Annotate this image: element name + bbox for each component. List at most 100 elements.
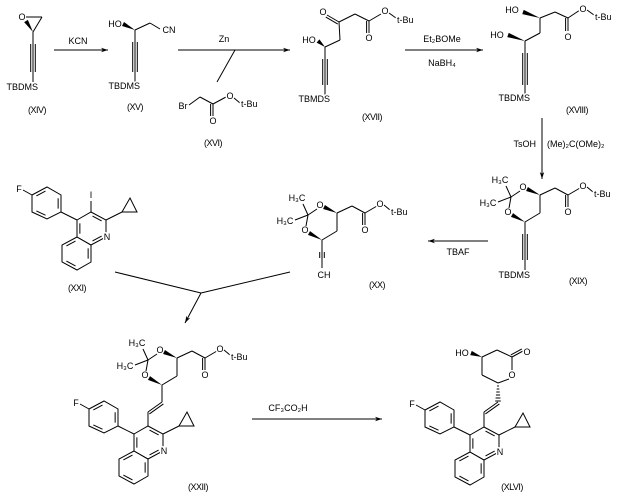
ketone-oxygen: O bbox=[319, 7, 326, 17]
hydroxyl-group: HO bbox=[505, 5, 519, 15]
compound-label: (XVII) bbox=[362, 112, 383, 122]
nitrogen-atom: N bbox=[161, 446, 168, 456]
methyl-group: H₃C bbox=[492, 175, 509, 185]
ring-double-bond bbox=[149, 449, 159, 456]
ring-oxygen: O bbox=[301, 225, 308, 235]
reagent-kcn: KCN bbox=[68, 36, 87, 46]
compound-XXI: FNI(XXI) bbox=[15, 183, 138, 295]
bond bbox=[497, 378, 510, 384]
bond bbox=[481, 349, 498, 358]
bond bbox=[508, 196, 512, 209]
fluorine-atom: F bbox=[16, 184, 22, 194]
ring-double-bond bbox=[36, 190, 46, 197]
cyclopropyl-ring bbox=[121, 196, 138, 213]
bond bbox=[524, 32, 541, 42]
wedge-bond bbox=[510, 213, 525, 222]
nitrile-group: CN bbox=[163, 25, 176, 35]
bond bbox=[161, 375, 178, 386]
benzo-ring bbox=[118, 450, 149, 485]
bond bbox=[481, 374, 499, 384]
bond bbox=[191, 350, 206, 359]
compound-label: (XXI) bbox=[68, 283, 87, 293]
arrow-head bbox=[283, 47, 290, 53]
arrow-head bbox=[428, 238, 435, 244]
ester-oxygen: O bbox=[381, 6, 388, 16]
carbonyl-oxygen: O bbox=[564, 32, 571, 42]
wedge-bond bbox=[526, 187, 540, 195]
compound-label: (XVI) bbox=[204, 138, 223, 148]
reagent-zn: Zn bbox=[219, 34, 230, 44]
arrow-branch-line bbox=[114, 271, 202, 294]
bond bbox=[324, 39, 341, 48]
ring-oxygen: O bbox=[156, 345, 163, 355]
bond bbox=[233, 97, 241, 104]
epoxide-oxygen: O bbox=[18, 12, 25, 22]
ring-double-bond bbox=[149, 429, 159, 436]
bond bbox=[388, 12, 397, 19]
bond bbox=[524, 212, 541, 223]
compound-label: (XX) bbox=[369, 280, 386, 290]
carbonyl-oxygen: O bbox=[564, 207, 571, 217]
ring-double-bond bbox=[92, 215, 102, 222]
reagent-branch-line bbox=[216, 49, 236, 83]
ring-double-bond bbox=[429, 425, 439, 431]
ester-oxygen: O bbox=[226, 91, 233, 101]
bond bbox=[307, 208, 318, 216]
carbonyl-oxygen: O bbox=[365, 33, 372, 43]
methyl-group: H₃C bbox=[480, 198, 497, 208]
arrow-shaft bbox=[184, 292, 202, 324]
wedge-bond bbox=[163, 350, 177, 358]
wedge-bond bbox=[122, 22, 135, 30]
arrow-head bbox=[539, 172, 545, 179]
wedge-bond bbox=[323, 205, 337, 213]
bond bbox=[415, 404, 426, 411]
ring-double-bond bbox=[459, 475, 469, 482]
tert-butyl-group: t-Bu bbox=[397, 15, 414, 25]
bond bbox=[364, 205, 378, 214]
double-bond bbox=[326, 14, 340, 23]
reagent-tbaf: TBAF bbox=[446, 247, 470, 257]
bond bbox=[496, 349, 513, 358]
ring-double-bond bbox=[93, 404, 103, 411]
tbdms-group: TBMDS bbox=[299, 94, 331, 104]
bond bbox=[294, 214, 309, 221]
ring-oxygen: O bbox=[316, 200, 323, 210]
wedge-bond bbox=[147, 376, 162, 385]
carbonyl-oxygen: O bbox=[209, 116, 216, 126]
arrow-tfa: CF₃CO₂H bbox=[252, 402, 382, 422]
bond bbox=[510, 190, 521, 198]
double-bond bbox=[147, 401, 163, 413]
bond bbox=[368, 13, 382, 22]
double-bond bbox=[483, 401, 499, 413]
ring-oxygen: O bbox=[141, 370, 148, 380]
ring-double-bond bbox=[123, 454, 133, 461]
bond bbox=[162, 425, 180, 435]
bond bbox=[147, 353, 158, 361]
hydroxyl-group: HO bbox=[108, 19, 122, 29]
bond bbox=[79, 403, 90, 410]
ring-double-bond bbox=[485, 450, 495, 457]
methyl-group: H₃C bbox=[277, 216, 294, 226]
bromine-atom: Br bbox=[179, 101, 188, 111]
benzo-ring bbox=[454, 451, 485, 486]
reagent-dimethoxypropane: (Me)₂C(OMe)₂ bbox=[547, 139, 605, 149]
wedge-bond bbox=[316, 39, 325, 47]
ring-double-bond bbox=[429, 405, 439, 412]
methyl-group: H₃C bbox=[117, 361, 134, 371]
bond bbox=[539, 11, 556, 19]
arrow-kcn: KCN bbox=[54, 35, 108, 53]
carbonyl-oxygen: O bbox=[201, 370, 208, 380]
reagent-nabh4: NaBH₄ bbox=[428, 58, 456, 68]
wedge-bond bbox=[307, 231, 322, 240]
bond bbox=[383, 204, 391, 211]
tbdms-group: TBDMS bbox=[499, 270, 531, 280]
ring-double-bond bbox=[92, 235, 102, 242]
bond bbox=[338, 13, 356, 23]
compound-label: (XIV) bbox=[28, 105, 47, 115]
bond bbox=[199, 96, 214, 105]
